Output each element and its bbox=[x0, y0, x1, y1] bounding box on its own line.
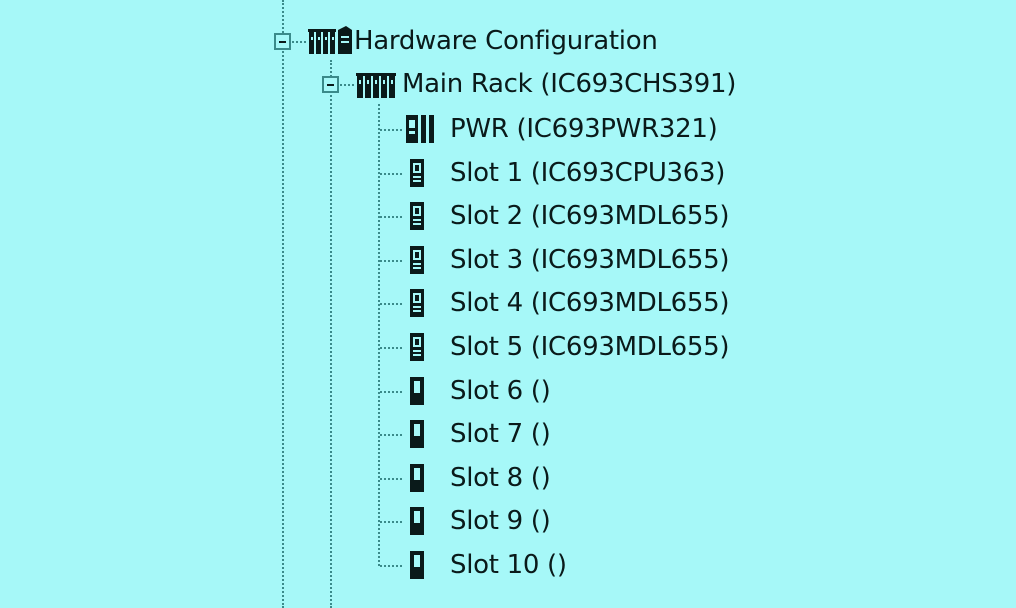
tree-connector-slots bbox=[378, 104, 380, 566]
tree-connector-rack bbox=[330, 60, 332, 608]
module-configured-icon bbox=[404, 243, 442, 277]
tree-connector-h bbox=[380, 521, 402, 524]
module-empty-icon bbox=[404, 548, 442, 582]
tree-node-slot[interactable]: Slot 5 (IC693MDL655) bbox=[404, 328, 730, 366]
collapse-toggle-root[interactable] bbox=[274, 33, 291, 50]
hardware-configuration-icon bbox=[308, 24, 352, 58]
tree-node-slot[interactable]: Slot 8 () bbox=[404, 459, 551, 497]
module-configured-icon bbox=[404, 286, 442, 320]
tree-connector-h bbox=[380, 434, 402, 437]
rack-icon bbox=[356, 67, 396, 101]
tree-node-slot[interactable]: Slot 7 () bbox=[404, 415, 551, 453]
module-empty-icon bbox=[404, 417, 442, 451]
tree-node-slot[interactable]: Slot 9 () bbox=[404, 502, 551, 540]
module-empty-icon bbox=[404, 461, 442, 495]
tree-connector-h bbox=[380, 565, 402, 567]
tree-node-label: Slot 9 () bbox=[450, 506, 551, 537]
tree-node-main-rack[interactable]: Main Rack (IC693CHS391) bbox=[356, 65, 736, 103]
tree-connector-h bbox=[380, 129, 402, 131]
tree-node-label: Slot 2 (IC693MDL655) bbox=[450, 201, 730, 232]
tree-node-label: PWR (IC693PWR321) bbox=[450, 114, 718, 144]
tree-node-label: Slot 8 () bbox=[450, 462, 551, 493]
tree-node-slot[interactable]: Slot 10 () bbox=[404, 546, 567, 584]
tree-node-label: Main Rack (IC693CHS391) bbox=[402, 69, 737, 99]
tree-node-slot[interactable]: Slot 1 (IC693CPU363) bbox=[404, 154, 725, 192]
module-configured-icon bbox=[404, 199, 442, 233]
module-empty-icon bbox=[404, 374, 442, 408]
tree-node-label: Slot 3 (IC693MDL655) bbox=[450, 244, 730, 275]
power-supply-icon bbox=[404, 112, 442, 146]
tree-node-label: Slot 6 () bbox=[450, 375, 551, 406]
tree-node-label: Slot 5 (IC693MDL655) bbox=[450, 332, 730, 362]
tree-node-hardware-configuration[interactable]: Hardware Configuration bbox=[308, 22, 658, 60]
tree-node-slot[interactable]: Slot 4 (IC693MDL655) bbox=[404, 284, 730, 322]
tree-node-slot[interactable]: Slot 6 () bbox=[404, 372, 551, 410]
module-configured-icon bbox=[404, 156, 442, 190]
tree-connector-h bbox=[340, 84, 354, 86]
tree-connector-h bbox=[292, 41, 306, 43]
collapse-toggle-rack[interactable] bbox=[322, 76, 339, 93]
tree-connector-root bbox=[282, 0, 284, 608]
tree-connector-h bbox=[380, 477, 402, 480]
tree-node-slot[interactable]: Slot 3 (IC693MDL655) bbox=[404, 241, 730, 279]
tree-node-label: Slot 4 (IC693MDL655) bbox=[450, 288, 730, 319]
tree-connector-h bbox=[380, 216, 402, 219]
tree-node-slot[interactable]: Slot 2 (IC693MDL655) bbox=[404, 197, 730, 235]
tree-connector-h bbox=[380, 259, 402, 262]
tree-node-label: Slot 10 () bbox=[450, 550, 567, 580]
tree-connector-h bbox=[380, 303, 402, 306]
tree-connector-h bbox=[380, 172, 402, 175]
tree-node-label: Slot 7 () bbox=[450, 419, 551, 450]
tree-node-label: Slot 1 (IC693CPU363) bbox=[450, 157, 726, 188]
tree-connector-h bbox=[380, 390, 402, 393]
tree-node-slot[interactable]: PWR (IC693PWR321) bbox=[404, 110, 718, 148]
module-empty-icon bbox=[404, 504, 442, 538]
tree-node-label: Hardware Configuration bbox=[354, 26, 658, 56]
module-configured-icon bbox=[404, 330, 442, 364]
tree-connector-h bbox=[380, 347, 402, 349]
